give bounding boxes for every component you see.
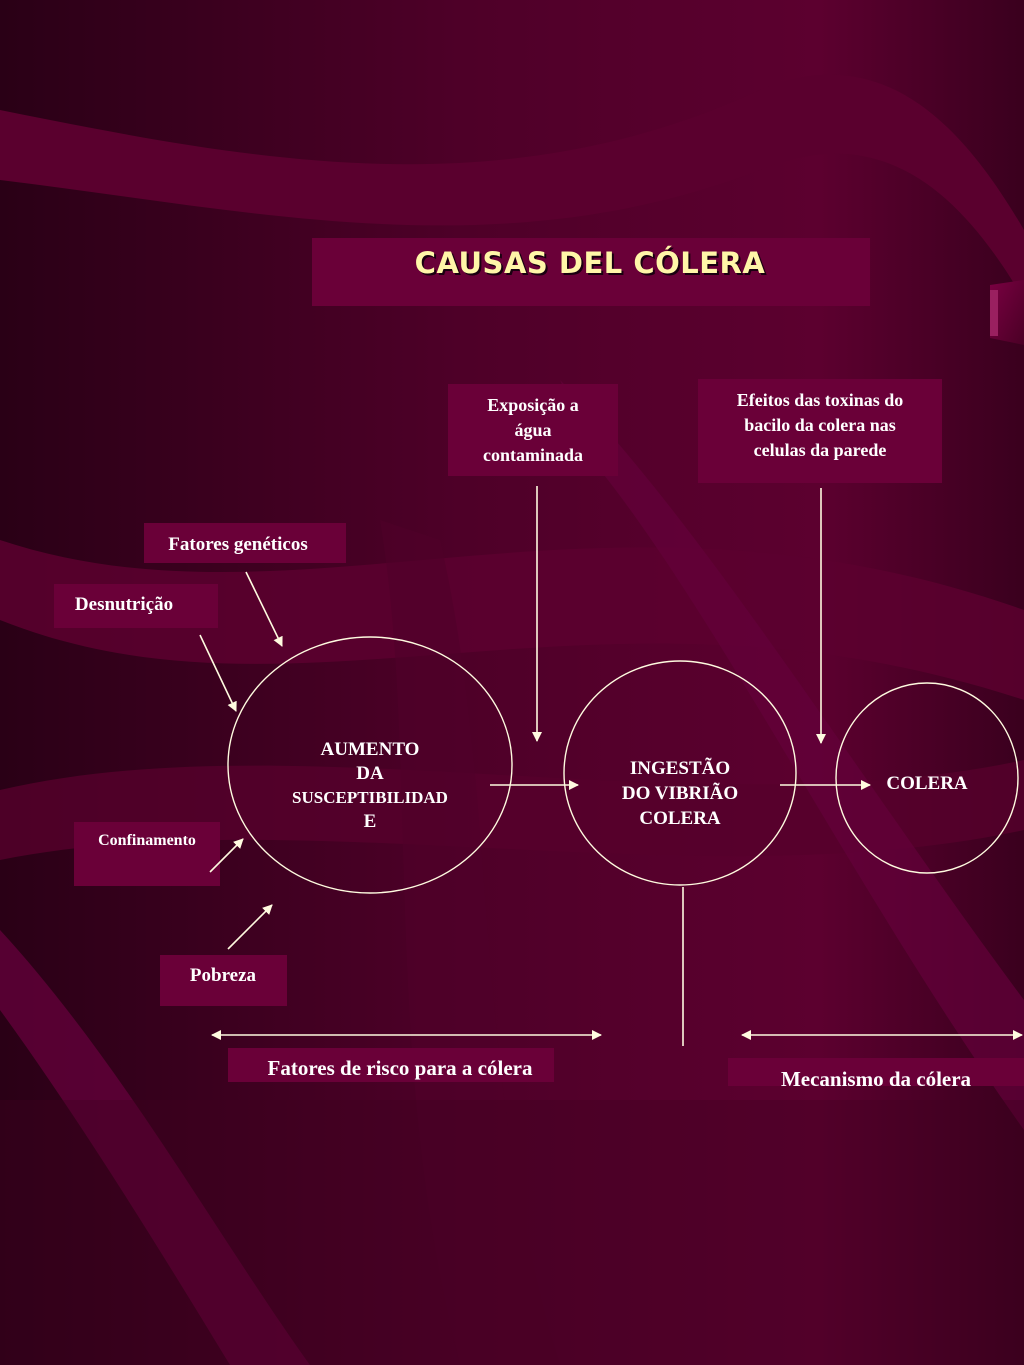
susceptibility-line-4: E xyxy=(363,811,377,832)
risk-factors-label: Fatores de risco para a cólera xyxy=(267,1056,533,1080)
ingestion-label: INGESTÃO DO VIBRIÃO COLERA xyxy=(590,756,770,831)
susceptibility-circle xyxy=(227,636,513,894)
mechanism-box xyxy=(728,1058,1024,1086)
arrow-malnutrition xyxy=(199,634,237,712)
ingestion-line-2: DO VIBRIÃO xyxy=(621,783,739,804)
toxin-effects-line-2: bacilo da colera nas xyxy=(744,415,896,435)
risk-factors-box xyxy=(228,1048,554,1082)
susceptibility-label: AUMENTO DA SUSCEPTIBILIDAD E xyxy=(270,738,470,834)
malnutrition-box xyxy=(54,584,218,628)
exposure-line-1: Exposição a xyxy=(487,395,579,415)
arrow-genetic xyxy=(245,571,283,647)
title-box xyxy=(312,238,870,306)
arrow-confinement xyxy=(209,838,244,873)
susceptibility-line-2: DA xyxy=(356,763,384,784)
cholera-label: COLERA xyxy=(886,773,968,794)
exposure-box xyxy=(448,384,618,476)
susceptibility-line-1: AUMENTO xyxy=(320,739,420,760)
poverty-box xyxy=(160,955,287,1006)
malnutrition-label: Desnutrição xyxy=(74,594,174,615)
arrow-poverty xyxy=(227,904,273,950)
page-title: CAUSAS DEL CÓLERA xyxy=(414,246,766,280)
confinement-label: Confinamento xyxy=(98,832,196,849)
genetic-factors-label: Fatores genéticos xyxy=(168,534,308,555)
cholera-circle xyxy=(835,682,1019,874)
genetic-factors-box xyxy=(144,523,346,563)
ingestion-circle xyxy=(563,660,797,886)
ingestion-line-3: COLERA xyxy=(639,808,721,829)
poverty-label: Pobreza xyxy=(189,965,257,986)
exposure-line-2: água xyxy=(514,420,552,440)
exposure-line-3: contaminada xyxy=(482,445,583,465)
confinement-box xyxy=(74,822,220,886)
toxin-effects-label: Efeitos das toxinas do bacilo da colera … xyxy=(698,388,942,463)
exposure-label: Exposição a água contaminada xyxy=(448,393,618,468)
toxin-effects-line-3: celulas da parede xyxy=(753,440,887,460)
ingestion-line-1: INGESTÃO xyxy=(629,758,731,779)
toxin-effects-line-1: Efeitos das toxinas do xyxy=(736,390,904,410)
susceptibility-line-3: SUSCEPTIBILIDAD xyxy=(292,788,448,807)
mechanism-label: Mecanismo da cólera xyxy=(780,1067,972,1091)
toxin-effects-box xyxy=(698,379,942,483)
